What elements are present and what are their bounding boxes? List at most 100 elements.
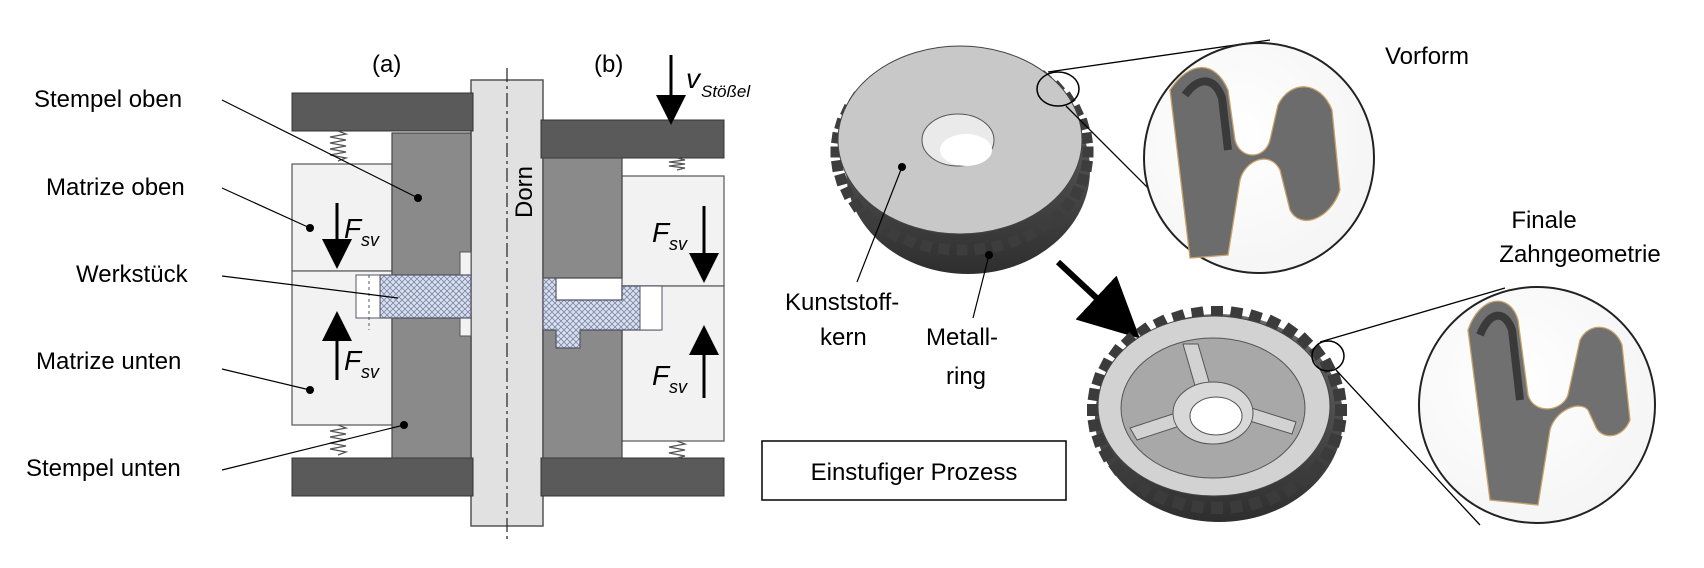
gear-tooth bbox=[937, 242, 951, 256]
werkstueck-a bbox=[379, 274, 472, 319]
zoom-marker-1 bbox=[1036, 71, 1080, 107]
gear-tooth bbox=[859, 208, 875, 224]
gear-tooth bbox=[1229, 306, 1244, 321]
gear-tooth bbox=[1211, 502, 1223, 514]
label-vorform: Vorform bbox=[1385, 43, 1469, 70]
zoom-line-2b bbox=[1335, 369, 1481, 526]
matrize-oben-b bbox=[621, 175, 725, 287]
gear-tooth bbox=[1335, 404, 1347, 416]
gear-tooth bbox=[1332, 418, 1347, 433]
gear-tooth bbox=[1069, 185, 1084, 200]
gear-tooth bbox=[1022, 226, 1038, 243]
process-box-label: Einstufiger Prozess bbox=[811, 459, 1018, 486]
force-a-bottom-sub: sv bbox=[361, 362, 380, 382]
stempel-oben-a bbox=[391, 132, 472, 276]
leader-dot-matrize-oben bbox=[306, 224, 314, 232]
dorn-label: Dorn bbox=[511, 166, 538, 218]
gear-tooth bbox=[848, 197, 864, 213]
upper-plate-b bbox=[540, 119, 725, 159]
panel-a-label: (a) bbox=[372, 51, 401, 78]
force-a-bottom-symbol: F bbox=[344, 345, 363, 376]
velocity-symbol: v bbox=[686, 63, 702, 94]
gear-tooth bbox=[1171, 495, 1187, 511]
gear-tooth bbox=[1327, 432, 1343, 448]
gear-tooth bbox=[830, 146, 842, 158]
label-stempel-unten: Stempel unten bbox=[26, 455, 181, 482]
lower-plate-a bbox=[291, 457, 474, 497]
label-matrize-unten: Matrize unten bbox=[36, 348, 181, 375]
spring-upper-a bbox=[329, 130, 349, 162]
step-lower-a bbox=[459, 317, 472, 337]
gear-tooth bbox=[1308, 459, 1326, 476]
detail-finale bbox=[1418, 286, 1656, 524]
gear-tooth bbox=[1049, 208, 1065, 224]
gear-tooth bbox=[1190, 499, 1205, 514]
gear-tooth bbox=[834, 172, 848, 187]
label-finale-1: Finale bbox=[1511, 207, 1576, 234]
spring-lower-b bbox=[668, 440, 688, 459]
gear-tooth bbox=[1087, 418, 1102, 433]
spring-upper-b bbox=[668, 157, 686, 171]
detail-vorform bbox=[1143, 42, 1375, 274]
gear-tooth bbox=[1319, 357, 1336, 374]
label-kunststoffkern-1: Kunststoff- bbox=[785, 289, 899, 316]
force-b-top-sub: sv bbox=[669, 234, 688, 254]
gear-tooth bbox=[1091, 432, 1107, 448]
gear-tooth bbox=[1098, 446, 1115, 463]
leader-kunststoffkern bbox=[856, 166, 903, 283]
leader-matrize-unten bbox=[221, 368, 311, 391]
gear-tooth bbox=[886, 226, 902, 243]
label-stempel-oben: Stempel oben bbox=[34, 86, 182, 113]
stempel-oben-b bbox=[542, 157, 623, 279]
gear-tooth bbox=[919, 239, 934, 253]
force-a-top-symbol: F bbox=[344, 213, 363, 244]
gear-final-bore bbox=[1189, 396, 1243, 436]
gear-tooth bbox=[1327, 372, 1343, 388]
gear-tooth bbox=[1247, 495, 1263, 511]
velocity-subscript: Stößel bbox=[701, 82, 751, 101]
gear-vorform bbox=[830, 45, 1094, 274]
gear-tooth bbox=[1152, 489, 1169, 506]
force-b-bottom-sub: sv bbox=[669, 377, 688, 397]
gear-final bbox=[1087, 306, 1347, 522]
leader-dot-matrize-unten bbox=[306, 386, 314, 394]
label-metallring-1: Metall- bbox=[926, 324, 998, 351]
gear-tooth bbox=[1135, 480, 1153, 498]
step-upper-a bbox=[459, 251, 472, 276]
gear-tooth bbox=[990, 239, 1005, 253]
gear-tooth bbox=[1080, 131, 1093, 145]
label-werkstueck: Werkstück bbox=[76, 261, 189, 288]
matrize-oben-a bbox=[291, 163, 393, 272]
upper-plate-a bbox=[291, 92, 474, 132]
label-finale-2: Zahngeometrie bbox=[1499, 241, 1660, 268]
leader-dot-stempel-oben bbox=[414, 194, 422, 202]
force-a-top-sub: sv bbox=[361, 230, 380, 250]
process-arrow bbox=[1055, 259, 1140, 339]
stempel-unten-b bbox=[542, 329, 623, 459]
lower-plate-b bbox=[540, 457, 725, 497]
metal-ring-b bbox=[639, 285, 663, 331]
gear-tooth bbox=[1332, 387, 1347, 402]
gear-tooth bbox=[1108, 459, 1126, 476]
leader-matrize-oben bbox=[221, 187, 311, 229]
label-metallring-2: ring bbox=[946, 363, 986, 390]
zoom-line-2a bbox=[1319, 287, 1506, 343]
gear-tooth bbox=[831, 159, 844, 173]
gear-tooth bbox=[1036, 218, 1053, 234]
gear-tooth bbox=[1229, 499, 1244, 514]
spring-lower-a bbox=[329, 424, 349, 456]
gear-tooth bbox=[1076, 172, 1090, 187]
leader-metallring bbox=[972, 254, 990, 319]
gear-tooth bbox=[902, 233, 917, 249]
gear-tooth bbox=[1007, 233, 1022, 249]
label-matrize-oben: Matrize oben bbox=[46, 174, 185, 201]
zoom-marker-2 bbox=[1311, 340, 1345, 372]
gear-tooth bbox=[1060, 197, 1076, 213]
gear-tooth bbox=[1082, 146, 1094, 158]
force-b-bottom-symbol: F bbox=[652, 360, 671, 391]
stempel-unten-a bbox=[391, 317, 472, 459]
gear-tooth bbox=[973, 242, 987, 256]
metal-ring-a bbox=[355, 274, 381, 319]
leader-stempel-oben bbox=[221, 99, 419, 199]
